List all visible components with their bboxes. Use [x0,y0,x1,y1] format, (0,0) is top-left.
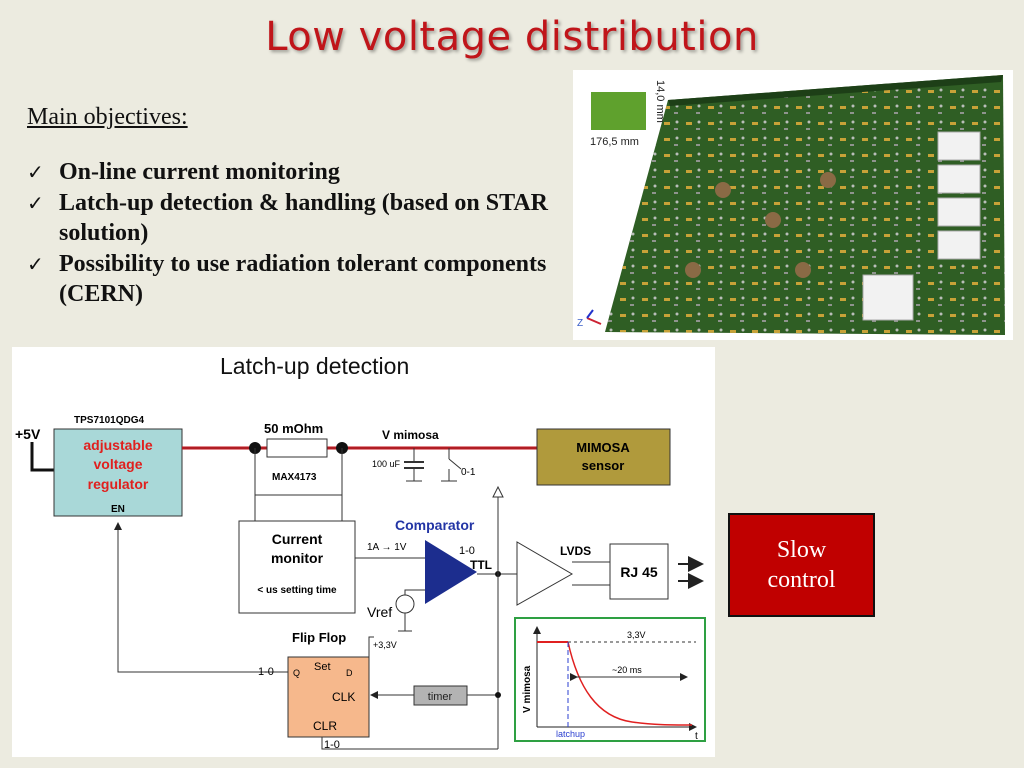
latchup-schematic: Latch-up detection +5V TPS7101QDG4 adjus… [15,353,706,751]
objective-item: ✓Latch-up detection & handling (based on… [27,190,548,246]
mimosa-sensor-block [536,428,671,486]
inset-time-label: ~20 ms [612,665,642,675]
checkmark-icon: ✓ [27,191,44,215]
capacitor-label: 100 uF [372,459,401,469]
comparator-output-level: 1-0 [459,545,475,557]
objectives-heading: Main objectives: [27,104,188,130]
pcb-board-illustration: 14,0 mm 176,5 mm Z [573,70,1013,340]
inset-x-end-label: t [695,731,698,742]
board-height-label: 14,0 mm [654,80,666,123]
inset-y-label: V mimosa [522,665,533,713]
voltage-inset-chart [514,617,706,742]
objectives-list: ✓On-line current monitoring ✓Latch-up de… [27,157,557,309]
comparator-label: Comparator [395,517,475,533]
slow-control-box: Slow control [728,513,875,617]
board-length-label: 176,5 mm [590,136,639,148]
regulator-en-label: EN [111,504,125,515]
slow-control-line: control [767,567,836,593]
lvds-buffer-symbol [516,541,574,606]
resistor-label: 50 mOhm [264,421,323,436]
objective-item: ✓On-line current monitoring [27,159,340,185]
monitor-label-line: Current [272,531,323,547]
lvds-label: LVDS [560,544,591,558]
slow-control-line: Slow [776,537,827,563]
resistor-symbol [266,438,328,458]
rj45-label: RJ 45 [620,564,658,580]
flipflop-label: Flip Flop [292,630,346,645]
amp-part: MAX4173 [272,472,317,483]
comparator-symbol [425,540,477,604]
inset-level-label: 3,3V [627,630,646,640]
axis-label: Z [577,318,583,329]
flipflop-set: Set [314,661,331,673]
diagram-title: Latch-up detection [220,353,409,379]
comparator-output-type: TTL [470,558,492,572]
flipflop-supply: +3,3V [373,640,397,650]
slide-title: Low voltage distribution [265,14,759,60]
checkmark-icon: ✓ [27,252,44,276]
pcb-render-image: 14,0 mm 176,5 mm Z [573,70,1013,340]
flipflop-block [287,656,370,738]
switch-label: 0-1 [461,467,476,478]
v-mimosa-label: V mimosa [382,428,439,442]
regulator-part: TPS7101QDG4 [74,415,144,426]
regulator-block [53,428,183,517]
rj45-block [609,543,669,600]
regulator-label-line: adjustable [83,437,152,453]
sensor-label-line: MIMOSA [576,440,630,455]
vref-label: Vref [367,604,392,620]
monitor-note: < us setting time [257,585,337,596]
objective-item: ✓Possibility to use radiation tolerant c… [27,251,547,307]
checkmark-icon: ✓ [27,160,44,184]
clr-level-label: 1-0 [324,739,340,751]
flipflop-clk: CLK [332,690,355,704]
inset-event-label: latchup [556,729,585,739]
dimension-pad [591,92,646,130]
latchup-diagram: Latch-up detection +5V TPS7101QDG4 adjus… [12,347,715,757]
monitor-label-line: monitor [271,550,324,566]
flipflop-q: Q [293,668,300,678]
regulator-label-line: voltage [93,456,142,472]
current-monitor-block [238,520,356,614]
objectives-block: Main objectives: ✓On-line current monito… [27,104,557,310]
flipflop-clr: CLR [313,719,337,733]
regulator-label-line: regulator [88,476,149,492]
sensor-label-line: sensor [582,458,625,473]
conversion-label: 1A → 1V [367,542,407,553]
flipflop-d: D [346,668,353,678]
timer-label: timer [428,691,453,703]
supply-label: +5V [15,426,41,442]
q-level-label: 1-0 [258,666,274,678]
